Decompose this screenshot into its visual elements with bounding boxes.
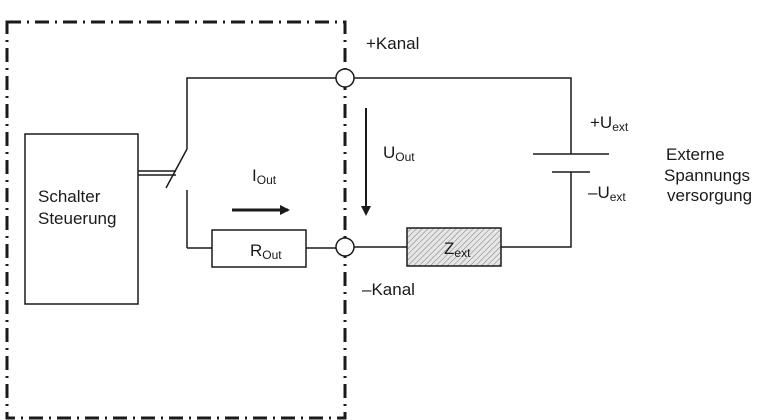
plus-terminal [335, 68, 355, 88]
switch-controller-box [24, 133, 139, 305]
switch-linkage [138, 170, 176, 176]
supply-label-line2: Spannungs [664, 166, 750, 185]
battery-symbol [533, 153, 609, 173]
output-resistor [211, 229, 307, 268]
voltage-label: UOut [383, 143, 415, 164]
output-resistor-label: ROut [250, 241, 282, 262]
controller-label-line1: Schalter [38, 187, 101, 206]
controller-label-line2: Steuerung [38, 209, 116, 228]
external-impedance [406, 227, 502, 267]
supply-minus-label: –Uext [588, 183, 626, 204]
minus-terminal-label: –Kanal [362, 280, 415, 299]
current-label: IOut [252, 166, 277, 187]
supply-label-line1: Externe [666, 145, 725, 164]
external-impedance-label: Zext [444, 239, 471, 260]
minus-terminal [335, 237, 355, 257]
plus-terminal-label: +Kanal [366, 34, 419, 53]
device-boundary [5, 20, 347, 420]
external-wire [354, 77, 572, 248]
switch [165, 77, 345, 248]
supply-label-line3: versorgung [667, 186, 752, 205]
supply-plus-label: +Uext [590, 113, 629, 134]
